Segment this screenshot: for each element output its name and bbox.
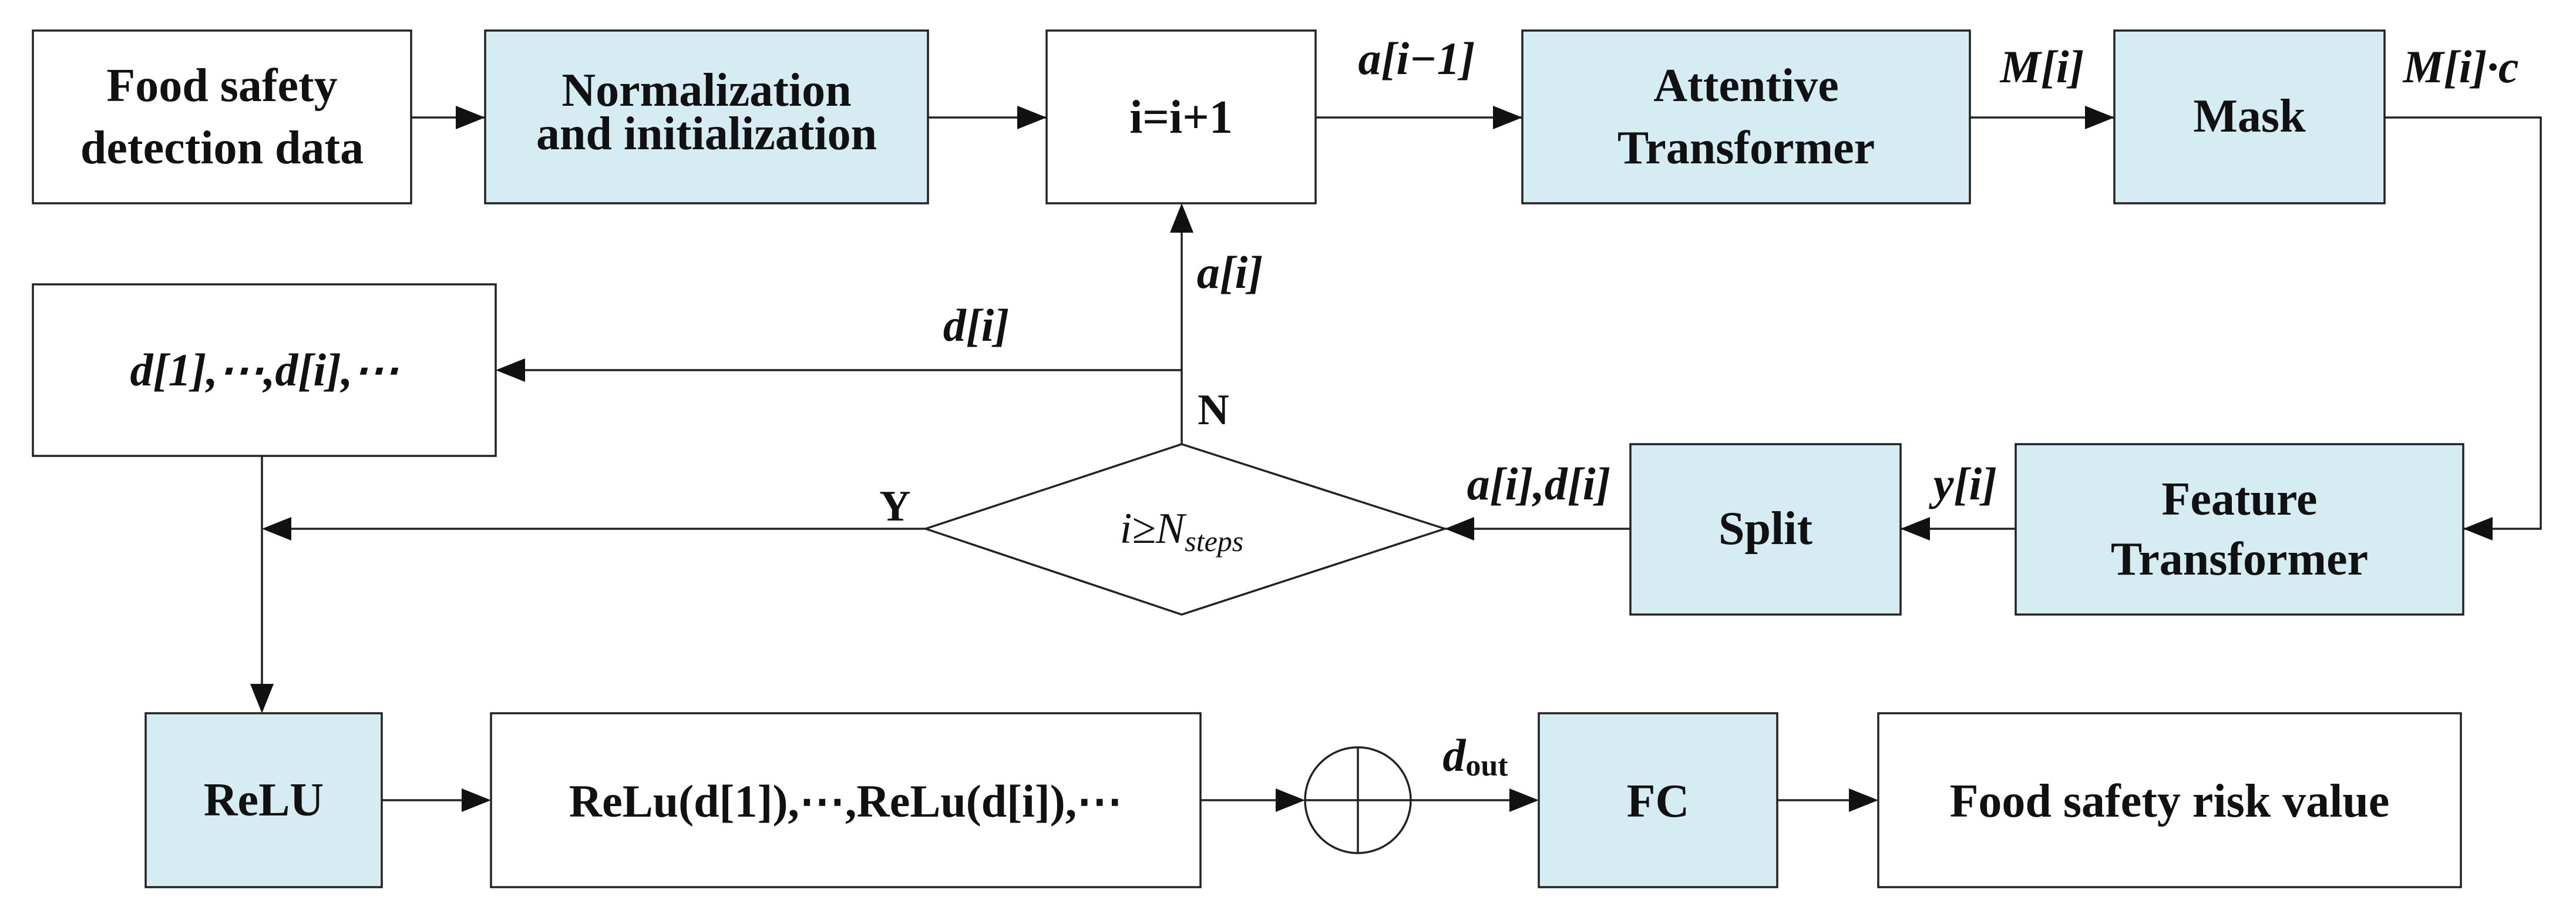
node-mask-label: Mask [2193,90,2306,142]
node-relu-list-label: ReLu(d[1]),⋯,ReLu(d[i]),⋯ [569,776,1122,827]
node-attentive-line1: Attentive [1653,60,1838,112]
arrowhead [1509,788,1539,812]
decision-sub: steps [1185,525,1243,558]
arrowhead [1017,106,1047,129]
arrowhead [1276,788,1305,812]
arrowhead [1445,517,1474,541]
node-food-data: Food safety detection data [32,29,412,204]
node-increment-label: i=i+1 [1129,92,1233,143]
arrowhead [496,358,525,382]
node-split-label: Split [1719,503,1812,555]
node-relu: ReLU [144,712,383,888]
node-food-data-line1: Food safety [106,60,337,112]
arrowhead [250,684,274,713]
edge-label-mc: M[i]·c [2402,41,2518,92]
edge-label-d: d[i] [943,300,1010,351]
arrowhead [262,517,291,541]
node-risk-value: Food safety risk value [1877,712,2462,888]
node-food-data-line2: detection data [80,122,364,174]
edge-label-ad: a[i],d[i] [1467,458,1611,509]
edge-label-yes: Y [879,482,910,531]
connectors [261,116,2542,801]
node-attentive-transformer: Attentive Transformer [1521,29,1971,204]
summation-node [1304,746,1412,854]
arrowhead [2085,106,2114,129]
node-feature-line1: Feature [2161,474,2317,525]
node-d-list-label: d[1],⋯,d[i],⋯ [130,344,398,395]
node-normalization-line2: and initialization [536,108,877,160]
edge-label-a: a[i] [1197,247,1263,298]
node-decision-label: i≥Nsteps [1120,505,1244,558]
node-decision: i≥Nsteps [922,443,1448,616]
d-out-sub: out [1465,749,1508,783]
arrowhead [456,106,485,129]
arrowhead [2463,517,2493,541]
node-split: Split [1629,443,1902,616]
arrowhead [1901,517,1930,541]
edge-label-y: y[i] [1929,458,1997,509]
edge-mask-to-feature [2385,116,2542,530]
edge-labels: a[i−1] M[i] M[i]·c a[i] d[i] a[i],d[i] y… [879,33,2518,783]
node-normalization-line1: Normalization [561,65,851,116]
arrowhead [1493,106,1522,129]
arrowhead [1170,203,1193,233]
edge-label-a-prev: a[i−1] [1358,33,1475,84]
edge-label-m: M[i] [1999,41,2084,92]
node-increment: i=i+1 [1045,29,1317,204]
node-d-list: d[1],⋯,d[i],⋯ [32,283,497,457]
node-risk-label: Food safety risk value [1950,776,2390,827]
node-mask: Mask [2113,29,2386,204]
arrow-heads [250,106,2493,812]
edge-label-d-out: dout [1442,730,1508,783]
d-out-main: d [1442,730,1466,781]
node-feature-transformer: Feature Transformer [2015,443,2464,616]
arrowhead [1849,788,1878,812]
decision-main: i≥N [1120,505,1187,553]
node-normalization: Normalization and initialization [484,29,929,204]
edge-label-no: N [1198,386,1229,434]
node-feature-line2: Transformer [2111,533,2368,585]
node-fc-label: FC [1627,776,1690,827]
arrowhead [462,788,491,812]
node-attentive-line2: Transformer [1617,122,1875,174]
node-relu-label: ReLU [204,774,324,826]
node-relu-list: ReLu(d[1]),⋯,ReLu(d[i]),⋯ [490,712,1202,888]
node-fc: FC [1538,712,1778,888]
